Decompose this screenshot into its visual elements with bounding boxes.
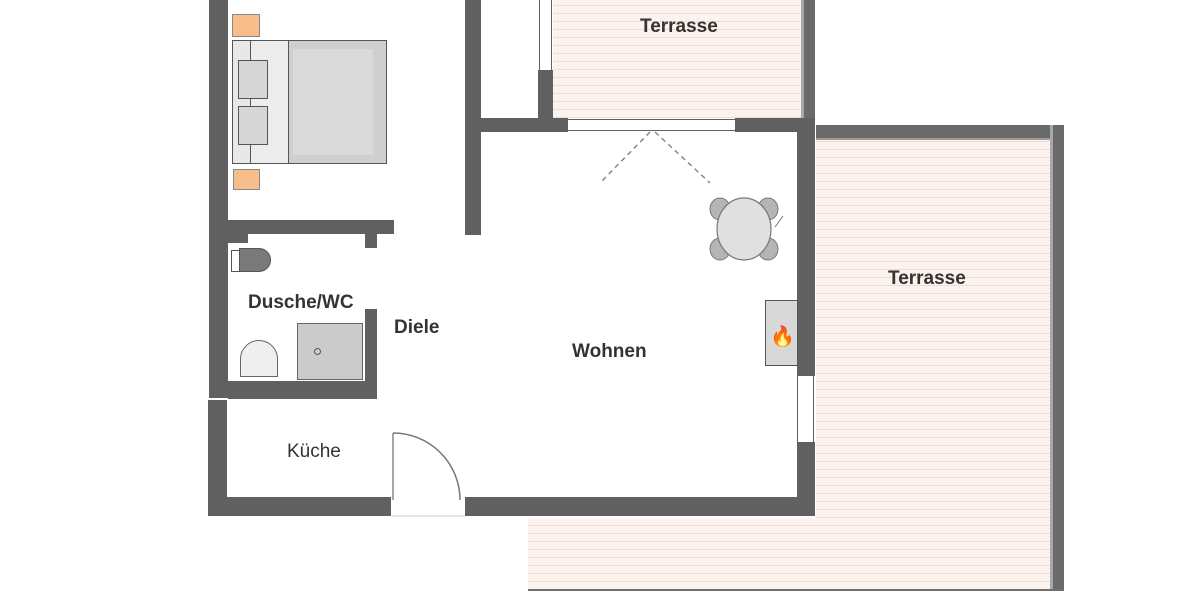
fireplace: 🔥 xyxy=(765,300,798,366)
wall-terrace-left xyxy=(538,70,553,120)
room-label-terrasse-right: Terrasse xyxy=(888,268,966,289)
toilet-icon xyxy=(231,248,271,272)
bed-mattress xyxy=(293,49,373,155)
dining-table-icon xyxy=(709,197,784,261)
wall-bath-right xyxy=(365,309,377,399)
nightstand-bottom xyxy=(233,169,260,190)
terrace-bottom-floor xyxy=(528,518,818,590)
sink-icon xyxy=(240,340,278,377)
terrace-right-rail xyxy=(801,0,815,120)
nightstand-top xyxy=(232,14,260,37)
terrace-railing-right xyxy=(1050,125,1064,591)
window-terrace-left xyxy=(539,0,552,70)
shower-drain-icon xyxy=(314,348,321,355)
shower-tray xyxy=(297,323,363,380)
wall-bedroom-right xyxy=(465,0,481,235)
pillow-2 xyxy=(238,106,268,145)
room-label-dusche-wc: Dusche/WC xyxy=(248,292,354,313)
terrace-door-swing xyxy=(599,131,711,184)
window-living-right xyxy=(797,376,814,442)
room-label-terrasse-top: Terrasse xyxy=(640,16,718,37)
room-label-wohnen: Wohnen xyxy=(572,341,647,362)
wall-living-top-right xyxy=(735,118,815,132)
fire-icon: 🔥 xyxy=(770,326,795,348)
wall-bath-bottom xyxy=(228,381,377,399)
bed xyxy=(232,40,387,164)
terrace-railing-top xyxy=(816,125,1064,140)
wall-kitchen-bottom xyxy=(208,497,391,516)
wall-living-bottom xyxy=(465,497,815,516)
terrace-top-floor xyxy=(553,0,801,118)
wall-living-right xyxy=(797,118,815,376)
wall-bedroom-bottom xyxy=(228,220,394,234)
terrace-right-floor xyxy=(816,138,1050,590)
wall-left-bedroom xyxy=(209,0,228,398)
room-label-diele: Diele xyxy=(394,317,440,338)
pillow-1 xyxy=(238,60,268,99)
entrance-door[interactable] xyxy=(390,430,470,518)
room-label-kueche: Küche xyxy=(287,441,341,462)
terrace-door-top[interactable] xyxy=(568,119,735,131)
wall-living-top-left xyxy=(481,118,568,132)
terrace-bottom-edge xyxy=(528,589,1064,591)
wall-left-kitchen xyxy=(208,400,227,516)
wall-bedroom-stub xyxy=(365,220,377,248)
wall-bath-top xyxy=(228,233,248,243)
